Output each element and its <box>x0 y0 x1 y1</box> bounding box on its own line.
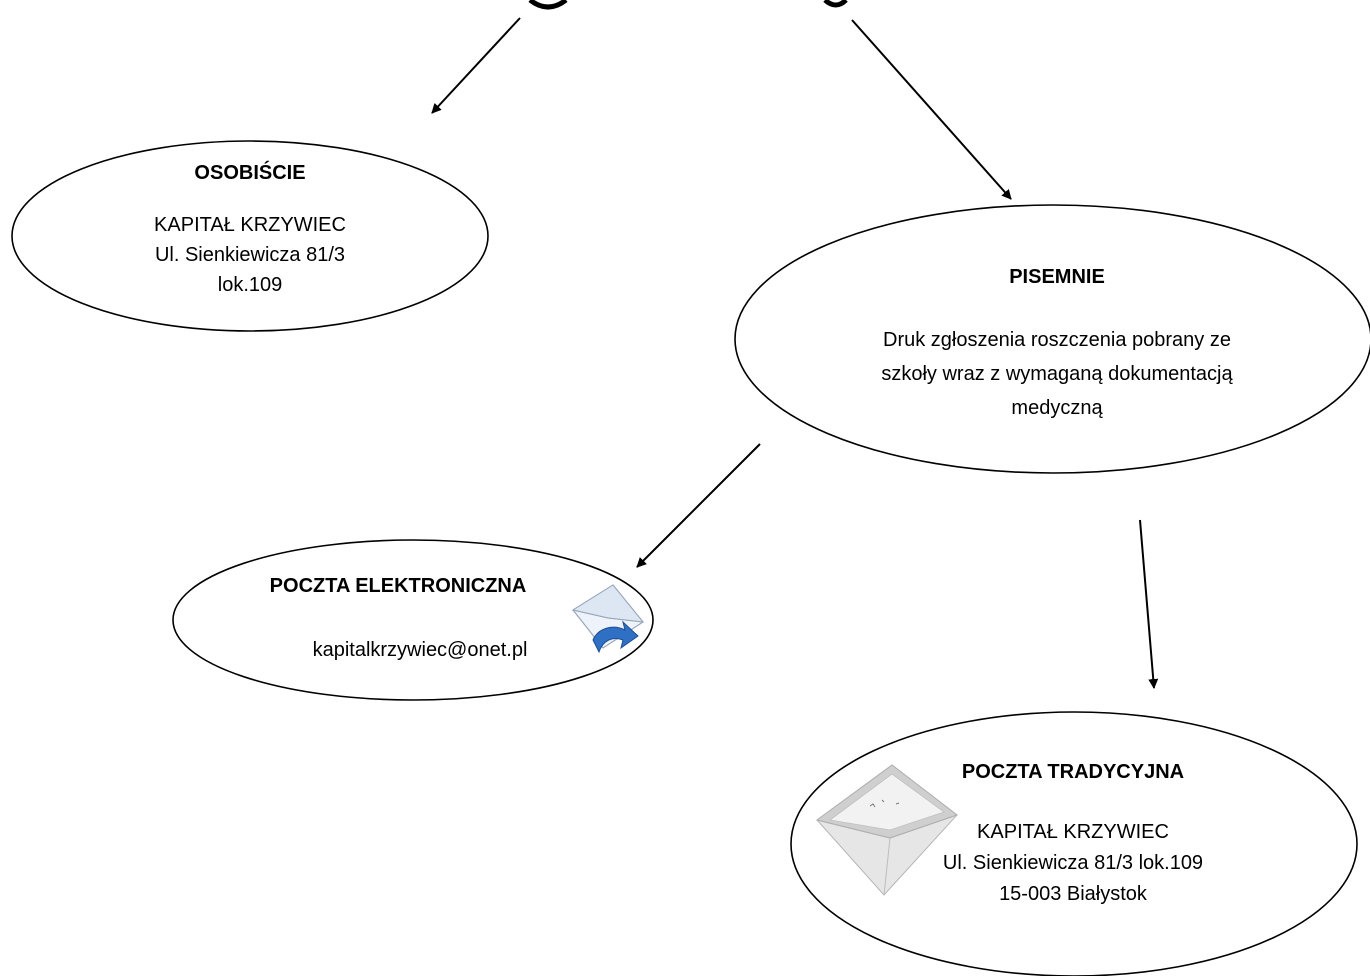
ellipse-poczta-elektroniczna <box>172 539 654 701</box>
email-address: kapitalkrzywiec@onet.pl <box>312 639 528 661</box>
osobiscie-text-clip: OSOBIŚCIE KAPITAŁ KRZYWIEC Ul. Sienkiewi… <box>90 158 410 312</box>
ellipse-pisemnie <box>734 204 1370 474</box>
osobiscie-line-2: Ul. Sienkiewicza 81/3 <box>154 244 346 266</box>
arrow-to-poczta-tradycyjna <box>1139 519 1159 689</box>
poczta-tradycyjna-line-3: 15-003 Białystok <box>999 883 1147 905</box>
email-reply-icon <box>571 584 645 654</box>
osobiscie-heading: OSOBIŚCIE <box>194 162 306 184</box>
poczta-tradycyjna-heading: POCZTA TRADYCYJNA <box>961 761 1185 783</box>
arrow-to-pisemnie <box>851 19 1012 200</box>
cropped-title-fragment <box>528 0 848 10</box>
node-osobiscie: OSOBIŚCIE KAPITAŁ KRZYWIEC Ul. Sienkiewi… <box>90 158 410 300</box>
ellipse-osobiscie <box>11 140 489 332</box>
poczta-elektroniczna-heading: POCZTA ELEKTRONICZNA <box>269 575 527 597</box>
poczta-tradycyjna-line-2: Ul. Sienkiewicza 81/3 lok.109 <box>942 852 1204 874</box>
arrow-to-osobiscie <box>431 17 521 114</box>
pisemnie-heading: PISEMNIE <box>1009 266 1105 288</box>
pisemnie-line-1: Druk zgłoszenia roszczenia pobrany ze <box>883 329 1231 351</box>
poczta-tradycyjna-line-1: KAPITAŁ KRZYWIEC <box>977 821 1169 843</box>
osobiscie-line-1: KAPITAŁ KRZYWIEC <box>154 214 346 236</box>
pisemnie-line-2: szkoły wraz z wymaganą dokumentacją <box>881 363 1233 385</box>
node-poczta-tradycyjna: POCZTA TRADYCYJNA KAPITAŁ KRZYWIEC Ul. S… <box>918 757 1228 910</box>
arrow-to-poczta-elektroniczna <box>636 443 761 568</box>
envelope-icon <box>815 764 959 896</box>
osobiscie-line-3: lok.109 <box>217 274 283 296</box>
pisemnie-line-3: medyczną <box>1011 397 1103 419</box>
node-poczta-elektroniczna: POCZTA ELEKTRONICZNA <box>248 571 548 601</box>
ellipse-poczta-tradycyjna <box>790 711 1358 976</box>
node-pisemnie: PISEMNIE Druk zgłoszenia roszczenia pobr… <box>820 262 1294 425</box>
